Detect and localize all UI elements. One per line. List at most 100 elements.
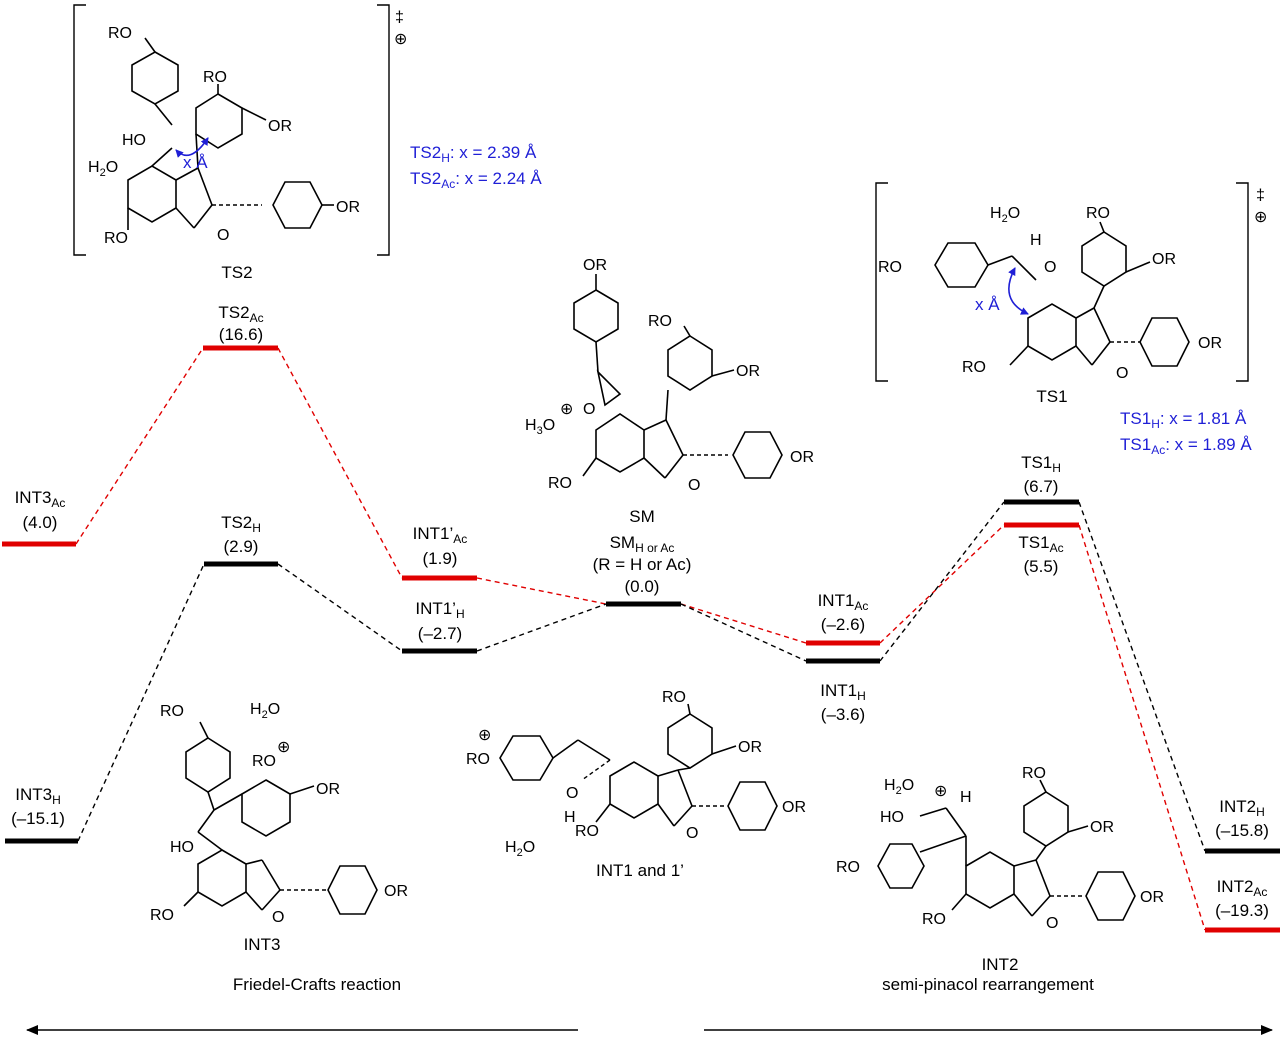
- int2-ro-top: RO: [1022, 765, 1046, 782]
- value-ts1-ac: (5.5): [1024, 557, 1059, 576]
- ts1-o: O: [1044, 259, 1056, 276]
- int3-caption: INT3: [244, 935, 281, 954]
- ts1-dagger: ‡: [1256, 187, 1265, 204]
- int2-or-right: OR: [1140, 889, 1164, 906]
- int3-ro-top: RO: [160, 703, 184, 720]
- ts1-or-right: OR: [1198, 335, 1222, 352]
- int2-ro-bottom: RO: [922, 911, 946, 928]
- label-int1p-h: INT1’H: [415, 599, 464, 621]
- label-int3-ac: INT3Ac: [15, 488, 66, 510]
- label-int1-h: INT1H: [820, 681, 866, 703]
- int2-h: H: [960, 789, 972, 806]
- connector-red-3: [680, 603, 807, 644]
- label-int2-h: INT2H: [1219, 797, 1265, 819]
- sm-or-right: OR: [790, 449, 814, 466]
- connector-red-2: [476, 577, 607, 605]
- semi-pinacol-label: semi-pinacol rearrangement: [882, 975, 1094, 994]
- sm-h3o: H3O: [525, 417, 555, 437]
- int1-charge: ⊕: [478, 727, 491, 744]
- value-int3-h: (–15.1): [11, 809, 65, 828]
- label-sm-level: SMH or Ac: [610, 533, 675, 555]
- structure-ts2: ‡ ⊕ RO RO OR O OR RO HO H2O x Å TS2: [73, 4, 407, 282]
- connector-red-0: [75, 347, 204, 545]
- ts2-h2o: H2O: [88, 159, 118, 179]
- ts2-charge: ⊕: [394, 31, 407, 48]
- int3-or-mid: OR: [316, 781, 340, 798]
- value-int1p-h: (–2.7): [418, 624, 462, 643]
- sm-o-epoxide: O: [583, 401, 595, 418]
- int2-or-mid: OR: [1090, 819, 1114, 836]
- level-labels: INT3Ac (4.0) INT3H (–15.1) TS2Ac (16.6) …: [11, 303, 1269, 920]
- note-sm-level: (R = H or Ac): [593, 555, 692, 574]
- connector-black-4: [879, 501, 1005, 662]
- int2-h2o: H2O: [884, 777, 914, 797]
- value-int3-ac: (4.0): [23, 513, 58, 532]
- int2-o-ring: O: [1046, 915, 1058, 932]
- int1-ro-bottom: RO: [575, 823, 599, 840]
- int3-h2o: H2O: [250, 701, 280, 721]
- sm-or-mid: OR: [736, 363, 760, 380]
- sm-charge: ⊕: [560, 401, 573, 418]
- ts1-h: H: [1030, 232, 1042, 249]
- ts1-o-ring: O: [1116, 365, 1128, 382]
- value-int2-h: (–15.8): [1215, 821, 1269, 840]
- int3-or-right: OR: [384, 883, 408, 900]
- connector-red-5: [1078, 524, 1206, 931]
- ts2-or-right: OR: [336, 199, 360, 216]
- structure-sm: OR O H3O ⊕ O RO RO OR OR SM: [525, 257, 814, 526]
- int1-caption: INT1 and 1’: [596, 861, 684, 880]
- ts1-caption: TS1: [1036, 387, 1067, 406]
- int1-o: O: [566, 785, 578, 802]
- ts2-x-label: x Å: [183, 153, 208, 172]
- structure-ts1: ‡ ⊕ H2O RO H O O RO RO OR OR x Å TS1: [875, 182, 1267, 406]
- connector-black-2: [476, 603, 607, 652]
- value-ts1-h: (6.7): [1024, 477, 1059, 496]
- ts1-ac-distance: TS1Ac: x = 1.89 Å: [1120, 435, 1252, 457]
- ts1-or-top: OR: [1152, 251, 1176, 268]
- friedel-crafts-label: Friedel-Crafts reaction: [233, 975, 401, 994]
- ts2-distances: TS2H: x = 2.39 Å TS2Ac: x = 2.24 Å: [410, 143, 542, 191]
- ts1-ro-bottom: RO: [962, 359, 986, 376]
- ts2-ro-top: RO: [108, 25, 132, 42]
- int2-ho: HO: [880, 809, 904, 826]
- int1-h: H: [564, 809, 576, 826]
- reaction-annotations: Friedel-Crafts reaction semi-pinacol rea…: [26, 975, 1273, 1035]
- structure-int2: H2O ⊕ H HO RO O RO RO OR OR INT2: [836, 765, 1164, 974]
- int3-ro-plus: RO: [252, 753, 276, 770]
- sm-o-ring: O: [688, 477, 700, 494]
- ts1-distances: TS1H: x = 1.81 Å TS1Ac: x = 1.89 Å: [1120, 409, 1252, 457]
- int3-ho: HO: [170, 839, 194, 856]
- ts2-h-distance: TS2H: x = 2.39 Å: [410, 143, 537, 165]
- ts2-ro-bottom: RO: [104, 230, 128, 247]
- ts2-ro-mid: RO: [203, 69, 227, 86]
- value-int1p-ac: (1.9): [423, 549, 458, 568]
- value-ts2-h: (2.9): [224, 537, 259, 556]
- value-ts2-ac: (16.6): [219, 325, 263, 344]
- ts2-ac-distance: TS2Ac: x = 2.24 Å: [410, 169, 542, 191]
- ts1-h2o: H2O: [990, 205, 1020, 225]
- label-ts2-h: TS2H: [221, 513, 261, 535]
- connector-red-4: [879, 524, 1005, 644]
- ts2-o-ring: O: [217, 227, 229, 244]
- value-int1-ac: (–2.6): [821, 615, 865, 634]
- structure-int3: RO H2O RO ⊕ OR HO O RO OR INT3: [150, 701, 408, 954]
- connector-red-1: [277, 347, 403, 579]
- sm-caption: SM: [629, 507, 655, 526]
- ts1-charge: ⊕: [1254, 209, 1267, 226]
- value-int2-ac: (–19.3): [1215, 901, 1269, 920]
- int1-or-mid: OR: [738, 739, 762, 756]
- ts2-dagger: ‡: [395, 9, 404, 26]
- sm-ro-mid: RO: [648, 313, 672, 330]
- ts1-ro-top: RO: [1086, 205, 1110, 222]
- energy-levels: [2, 345, 1280, 933]
- int1-or-right: OR: [782, 799, 806, 816]
- value-sm-level: (0.0): [625, 577, 660, 596]
- connector-black-5: [1078, 501, 1206, 852]
- ts1-ro-left: RO: [878, 259, 902, 276]
- int3-charge: ⊕: [277, 739, 290, 756]
- label-ts1-ac: TS1Ac: [1018, 533, 1063, 555]
- sm-or-top: OR: [583, 257, 607, 274]
- connector-black-3: [680, 603, 807, 662]
- label-int2-ac: INT2Ac: [1217, 877, 1268, 899]
